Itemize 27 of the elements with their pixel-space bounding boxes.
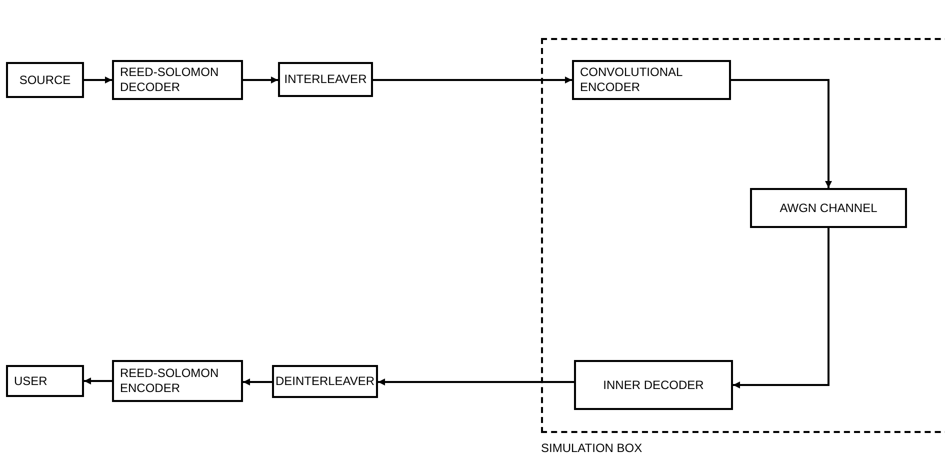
block-label: INTERLEAVER (284, 72, 367, 87)
block-box (278, 62, 373, 97)
arrow (733, 228, 830, 388)
block-box (272, 365, 378, 398)
arrow (373, 76, 572, 84)
block-label: REED-SOLOMON ENCODER (120, 366, 220, 396)
arrow (378, 378, 574, 386)
arrow (243, 378, 272, 386)
block-label: REED-SOLOMON DECODER (120, 65, 220, 95)
block-box (112, 60, 243, 100)
block-box (750, 188, 907, 228)
block-label: CONVOLUTIONAL ENCODER (580, 65, 684, 95)
arrow (731, 79, 832, 188)
arrow (84, 378, 112, 384)
block-label: DEINTERLEAVER (275, 374, 375, 389)
block-box (572, 60, 731, 100)
block-label: AWGN CHANNEL (780, 200, 878, 216)
arrow (84, 76, 112, 84)
block-box (6, 62, 84, 98)
block-label: USER (14, 374, 48, 388)
block-box (574, 360, 733, 410)
boundary-label: SIMULATION BOX (541, 441, 642, 455)
block-box (6, 365, 84, 397)
block-box (112, 360, 243, 402)
block-label: SOURCE (19, 72, 71, 88)
arrow (243, 76, 278, 84)
block-label: INNER DECODER (603, 378, 704, 392)
